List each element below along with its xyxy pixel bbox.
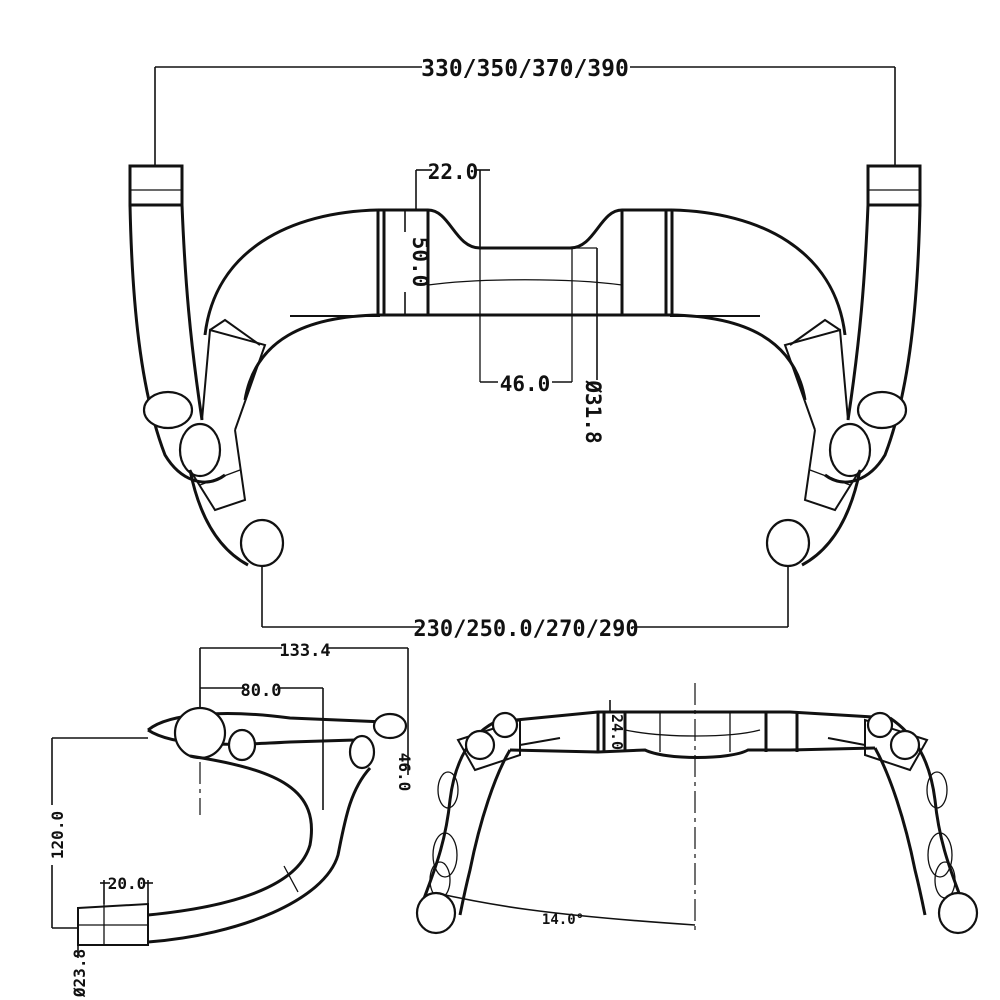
drop-width-label: 230/250.0/270/290 [413, 617, 638, 642]
reach-label: 80.0 [241, 681, 282, 701]
drop-label: 120.0 [48, 811, 67, 859]
flare-label: 14.0° [542, 912, 584, 928]
top-height-label: 24.0 [608, 714, 626, 750]
width-top-label: 330/350/370/390 [421, 56, 629, 82]
side-view: 133.4 80.0 46.0 120.0 [48, 641, 414, 998]
clamp-width-label: 22.0 [428, 160, 479, 184]
top-bar [203, 208, 847, 401]
reach-total-label: 133.4 [279, 641, 330, 661]
drop-width-dimension: 230/250.0/270/290 [261, 565, 789, 642]
center-width-label: 46.0 [500, 372, 551, 396]
clamp-height-label: 50.0 [408, 237, 432, 288]
end-diameter-label: Ø23.8 [70, 949, 89, 998]
width-dimension: 330/350/370/390 [154, 56, 896, 165]
front-view: 330/350/370/390 [128, 56, 922, 642]
end-length-label: 20.0 [108, 874, 147, 893]
rise-label: 46.0 [395, 753, 414, 792]
clamp-diameter-label: Ø31.8 [581, 379, 605, 443]
left-bar-end [128, 164, 285, 568]
clamp-dimensions: 22.0 50.0 46.0 Ø31.8 [404, 160, 605, 444]
right-bar-end [765, 164, 922, 568]
perspective-view: 24.0 14.0° [415, 683, 979, 935]
